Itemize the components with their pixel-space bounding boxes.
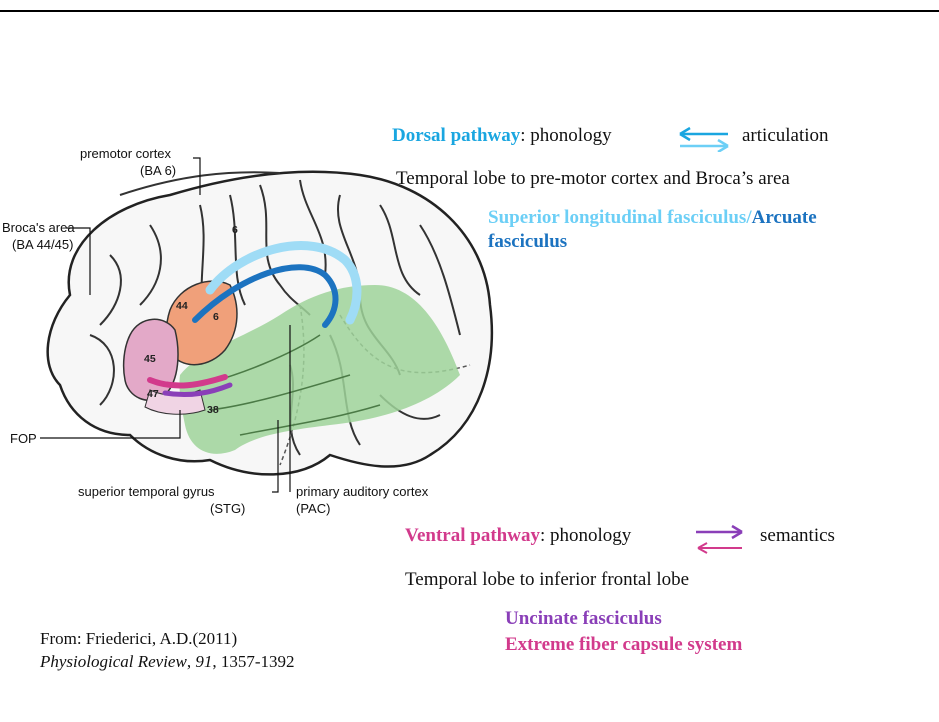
brain-illustration: 6 44 6 45 47 38 premotor cortex (BA 6) B… [0,135,500,520]
area-number-6-inner: 6 [213,311,219,323]
ventral-bidirectional-arrow [692,524,748,554]
ventral-left-arrow-icon [698,543,742,553]
stg-abbrev-label: (STG) [210,501,245,516]
dorsal-pathway-line: Dorsal pathway: phonology [392,124,612,148]
dorsal-tract-line-1: Superior longitudinal fasciculus/Arcuate [488,206,817,230]
area-number-38: 38 [207,404,219,416]
dorsal-bidirectional-arrow [676,126,732,152]
ventral-pathway-title: Ventral pathway [405,525,540,546]
citation-volume: 91 [195,652,212,671]
pac-abbrev-label: (PAC) [296,501,330,516]
citation-pages: , 1357-1392 [212,652,294,671]
brocas-area-label: Broca's area [2,220,75,235]
area-number-6-top: 6 [232,224,238,236]
area-number-45: 45 [144,353,156,365]
brain-figure: 6 44 6 45 47 38 premotor cortex (BA 6) B… [0,135,500,520]
area-number-47: 47 [147,388,159,400]
stg-label: superior temporal gyrus [78,484,215,499]
ventral-right-arrow-icon [696,526,742,538]
top-rule [0,10,939,12]
citation: From: Friederici, A.D.(2011) Physiologic… [40,627,295,673]
extreme-fiber-capsule-label: Extreme fiber capsule system [505,633,742,657]
dorsal-left-arrow-icon [680,128,728,140]
dorsal-colon-text: : phonology [520,125,611,146]
citation-source: Physiological Review, 91, 1357-1392 [40,650,295,673]
dorsal-tract-line-2: fasciculus [488,230,567,254]
ventral-target: semantics [760,524,835,548]
dorsal-pathway-title: Dorsal pathway [392,125,520,146]
dorsal-description: Temporal lobe to pre-motor cortex and Br… [396,167,790,191]
dorsal-right-arrow-icon [680,140,728,152]
ventral-pathway-line: Ventral pathway: phonology [405,524,631,548]
citation-author: From: Friederici, A.D.(2011) [40,627,295,650]
area-number-44: 44 [176,300,188,312]
slf-label: Superior longitudinal fasciculus/ [488,207,752,228]
premotor-ba-label: (BA 6) [140,163,176,178]
brocas-ba-label: (BA 44/45) [12,237,73,252]
ventral-colon-text: : phonology [540,525,631,546]
arcuate-fasciculus-label: fasciculus [488,231,567,252]
dorsal-target: articulation [742,124,829,148]
premotor-cortex-label: premotor cortex [80,146,172,161]
ventral-description: Temporal lobe to inferior frontal lobe [405,568,689,592]
uncinate-fasciculus-label: Uncinate fasciculus [505,607,662,631]
citation-journal: Physiological Review [40,652,187,671]
fop-label: FOP [10,431,37,446]
arcuate-label: Arcuate [752,207,817,228]
pac-label: primary auditory cortex [296,484,429,499]
